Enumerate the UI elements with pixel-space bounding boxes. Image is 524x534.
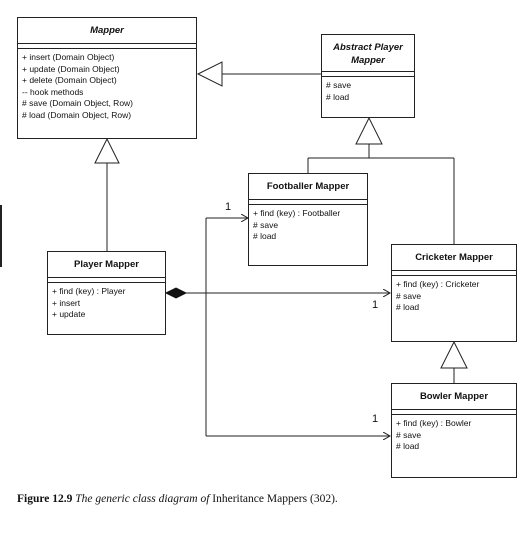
operation: # save [253, 219, 279, 230]
class-cricketer-mapper: Cricketer Mapper + find (key) : Crickete… [391, 244, 517, 342]
class-mapper-operations: + insert (Domain Object) + update (Domai… [18, 49, 196, 125]
operation: # save [396, 429, 422, 440]
operation: + find (key) : Player [52, 286, 126, 296]
class-abstract-player-mapper-operations: # save # load [322, 77, 414, 106]
class-cricketer-mapper-name: Cricketer Mapper [415, 252, 493, 263]
class-player-mapper-name: Player Mapper [74, 259, 139, 270]
operation: + find (key) : Footballer [253, 208, 341, 218]
class-bowler-mapper: Bowler Mapper + find (key) : Bowler # sa… [391, 383, 517, 478]
class-bowler-mapper-name: Bowler Mapper [419, 391, 489, 402]
operation: + update [52, 309, 86, 320]
generalization-abstract-to-mapper [196, 61, 322, 87]
generalization-bowler-to-cricketer [440, 340, 468, 383]
page-margin-rule [0, 205, 2, 267]
operation: # save [326, 80, 352, 90]
class-abstract-player-mapper-name: Abstract Player Mapper [333, 42, 403, 66]
figure-caption-text: Inheritance Mappers (302). [212, 493, 338, 505]
operation: # save (Domain Object, Row) [22, 98, 134, 109]
class-mapper-name: Mapper [90, 25, 124, 36]
class-footballer-mapper-operations: + find (key) : Footballer # save # load [249, 205, 367, 246]
multiplicity-bowler: 1 [372, 413, 379, 425]
composition-associations [164, 218, 390, 436]
operation: -- hook methods [22, 86, 84, 97]
operation: + find (key) : Bowler [396, 418, 472, 428]
multiplicity-cricketer: 1 [372, 299, 379, 311]
class-cricketer-mapper-operations: + find (key) : Cricketer # save # load [392, 276, 516, 317]
class-bowler-mapper-operations: + find (key) : Bowler # save # load [392, 415, 516, 456]
class-abstract-player-mapper: Abstract Player Mapper # save # load [321, 34, 415, 118]
class-footballer-mapper: Footballer Mapper + find (key) : Footbal… [248, 173, 368, 266]
operation: + update (Domain Object) [22, 63, 120, 74]
generalization-player-to-mapper [94, 137, 120, 251]
operation: # load [396, 302, 420, 313]
class-mapper: Mapper + insert (Domain Object) + update… [17, 17, 197, 139]
operation: # load [253, 231, 277, 242]
operation: + insert [52, 297, 81, 308]
multiplicity-footballer: 1 [225, 201, 232, 213]
operation: # save [396, 290, 422, 301]
operation: # load [396, 441, 420, 452]
figure-caption-label: Figure 12.9 [17, 493, 73, 505]
operation: + find (key) : Cricketer [396, 279, 480, 289]
operation: # load (Domain Object, Row) [22, 109, 132, 120]
class-footballer-mapper-name: Footballer Mapper [266, 181, 350, 192]
operation: + delete (Domain Object) [22, 75, 117, 86]
figure-caption: Figure 12.9 The generic class diagram of… [17, 493, 338, 505]
class-player-mapper-operations: + find (key) : Player + insert + update [48, 283, 165, 324]
class-player-mapper: Player Mapper + find (key) : Player + in… [47, 251, 166, 335]
figure-caption-italic: The generic class diagram of [75, 493, 210, 505]
generalization-to-abstract [307, 116, 455, 244]
operation: + insert (Domain Object) [22, 52, 115, 62]
operation: # load [326, 91, 350, 102]
